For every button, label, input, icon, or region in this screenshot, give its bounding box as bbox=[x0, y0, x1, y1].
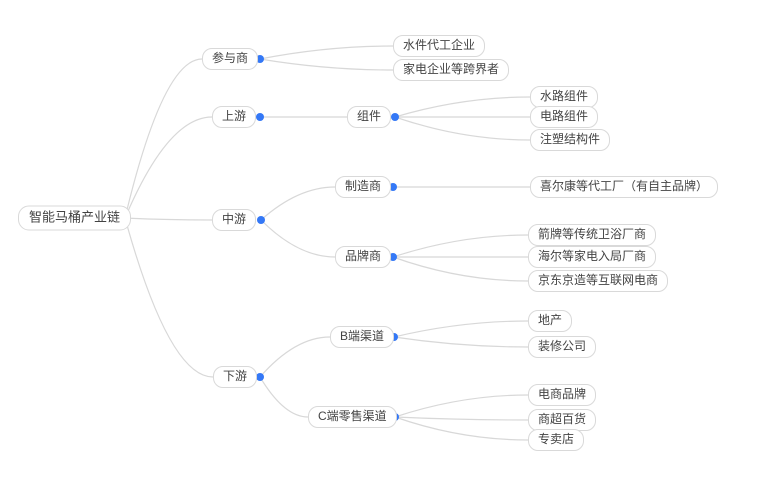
connector-root-upstream bbox=[124, 116, 213, 219]
collapse-dot-components[interactable] bbox=[391, 113, 399, 121]
node-appliance-crossover[interactable]: 家电企业等跨界者 bbox=[393, 59, 510, 81]
node-ecommerce-brand[interactable]: 电商品牌 bbox=[528, 384, 597, 406]
collapse-dot-downstream[interactable] bbox=[256, 373, 264, 381]
connector-downstream-b-channel bbox=[259, 336, 331, 378]
node-waterway-components[interactable]: 水路组件 bbox=[530, 86, 599, 108]
collapse-dot-brands[interactable] bbox=[389, 253, 397, 261]
collapse-dot-midstream[interactable] bbox=[257, 216, 265, 224]
connector-root-downstream bbox=[124, 217, 214, 378]
node-haier-appliance[interactable]: 海尔等家电入局厂商 bbox=[528, 246, 657, 268]
connector-b-channel-decoration bbox=[393, 336, 529, 348]
connector-c-channel-supermarket bbox=[394, 416, 529, 421]
connector-root-participants bbox=[124, 58, 203, 219]
node-decoration-company[interactable]: 装修公司 bbox=[528, 336, 597, 358]
connector-participants-water-oem bbox=[259, 45, 394, 60]
connector-downstream-c-channel bbox=[259, 376, 309, 418]
node-participants[interactable]: 参与商 bbox=[202, 48, 259, 70]
node-components[interactable]: 组件 bbox=[347, 106, 392, 128]
connector-participants-appliance-crossover bbox=[259, 58, 394, 71]
node-b-channel[interactable]: B端渠道 bbox=[330, 326, 395, 348]
node-arrow-sanitary[interactable]: 箭牌等传统卫浴厂商 bbox=[528, 224, 657, 246]
node-jd-internet-ecommerce[interactable]: 京东京造等互联网电商 bbox=[528, 270, 669, 292]
node-specialty-store[interactable]: 专卖店 bbox=[528, 429, 585, 451]
node-manufacturers[interactable]: 制造商 bbox=[335, 176, 392, 198]
connector-b-channel-real-estate bbox=[393, 320, 529, 338]
node-supermarket[interactable]: 商超百货 bbox=[528, 409, 597, 431]
connector-c-channel-specialty-store bbox=[394, 416, 529, 441]
node-brands[interactable]: 品牌商 bbox=[335, 246, 392, 268]
node-upstream[interactable]: 上游 bbox=[212, 106, 257, 128]
node-downstream[interactable]: 下游 bbox=[213, 366, 258, 388]
collapse-dot-upstream[interactable] bbox=[256, 113, 264, 121]
connector-components-injection bbox=[394, 116, 531, 141]
collapse-dot-manufacturers[interactable] bbox=[389, 183, 397, 191]
connector-brands-arrow bbox=[392, 234, 529, 258]
node-c-retail-channel[interactable]: C端零售渠道 bbox=[308, 406, 397, 428]
node-xierkang-oem[interactable]: 喜尔康等代工厂（有自主品牌） bbox=[530, 176, 719, 198]
node-circuit-components[interactable]: 电路组件 bbox=[530, 106, 599, 128]
connector-components-waterway bbox=[394, 96, 531, 118]
node-injection-parts[interactable]: 注塑结构件 bbox=[530, 129, 611, 151]
connector-midstream-brands bbox=[260, 219, 336, 258]
node-real-estate[interactable]: 地产 bbox=[528, 310, 573, 332]
node-midstream[interactable]: 中游 bbox=[212, 209, 257, 231]
connector-root-midstream bbox=[124, 217, 213, 221]
node-root[interactable]: 智能马桶产业链 bbox=[18, 205, 132, 231]
collapse-dot-participants[interactable] bbox=[256, 55, 264, 63]
node-oem-water-parts[interactable]: 水件代工企业 bbox=[393, 35, 486, 57]
connector-brands-jd bbox=[392, 256, 529, 282]
connector-midstream-manufacturers bbox=[260, 186, 336, 221]
connector-c-channel-ecommerce-brand bbox=[394, 394, 529, 418]
